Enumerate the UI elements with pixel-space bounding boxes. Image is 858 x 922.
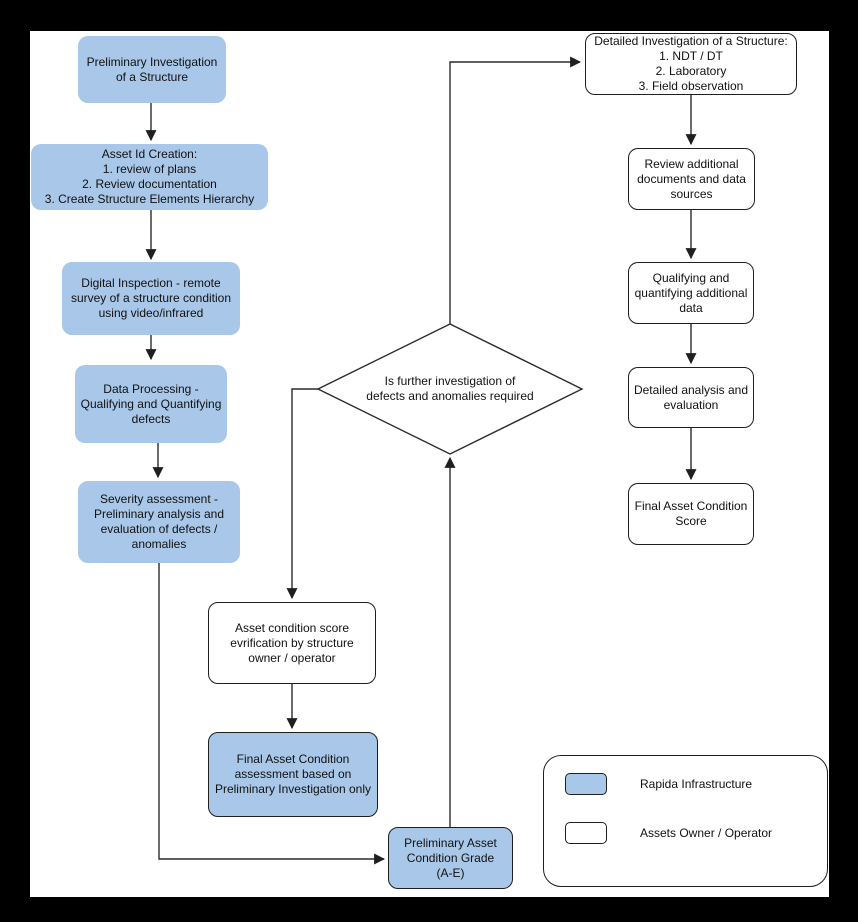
node-preliminary-investigation: Preliminary Investigation of a Structure — [78, 36, 226, 103]
node-asset-id-creation: Asset Id Creation: 1. review of plans 2.… — [31, 144, 268, 210]
node-review-additional: Review additional documents and data sou… — [628, 148, 755, 210]
node-digital-inspection: Digital Inspection - remote survey of a … — [62, 262, 240, 335]
node-data-processing: Data Processing - Qualifying and Quantif… — [75, 365, 227, 443]
node-qualifying-additional: Qualifying and quantifying additional da… — [628, 262, 754, 324]
node-score-verification: Asset condition score evrification by st… — [208, 602, 376, 684]
node-severity-assessment: Severity assessment - Preliminary analys… — [78, 481, 240, 563]
node-final-score: Final Asset Condition Score — [628, 483, 754, 545]
legend-swatch-owner — [565, 822, 607, 844]
legend-label-owner: Assets Owner / Operator — [640, 826, 773, 840]
decision-label: Is further investigation of defects and … — [366, 374, 534, 403]
node-preliminary-grade: Preliminary Asset Condition Grade (A-E) — [388, 827, 513, 889]
node-final-assessment-preliminary: Final Asset Condition assessment based o… — [208, 732, 378, 817]
node-detailed-investigation: Detailed Investigation of a Structure: 1… — [585, 33, 797, 95]
legend-label-rapida: Rapida Infrastructure — [640, 777, 753, 791]
node-detailed-analysis: Detailed analysis and evaluation — [628, 367, 754, 428]
legend-swatch-rapida — [565, 773, 607, 795]
